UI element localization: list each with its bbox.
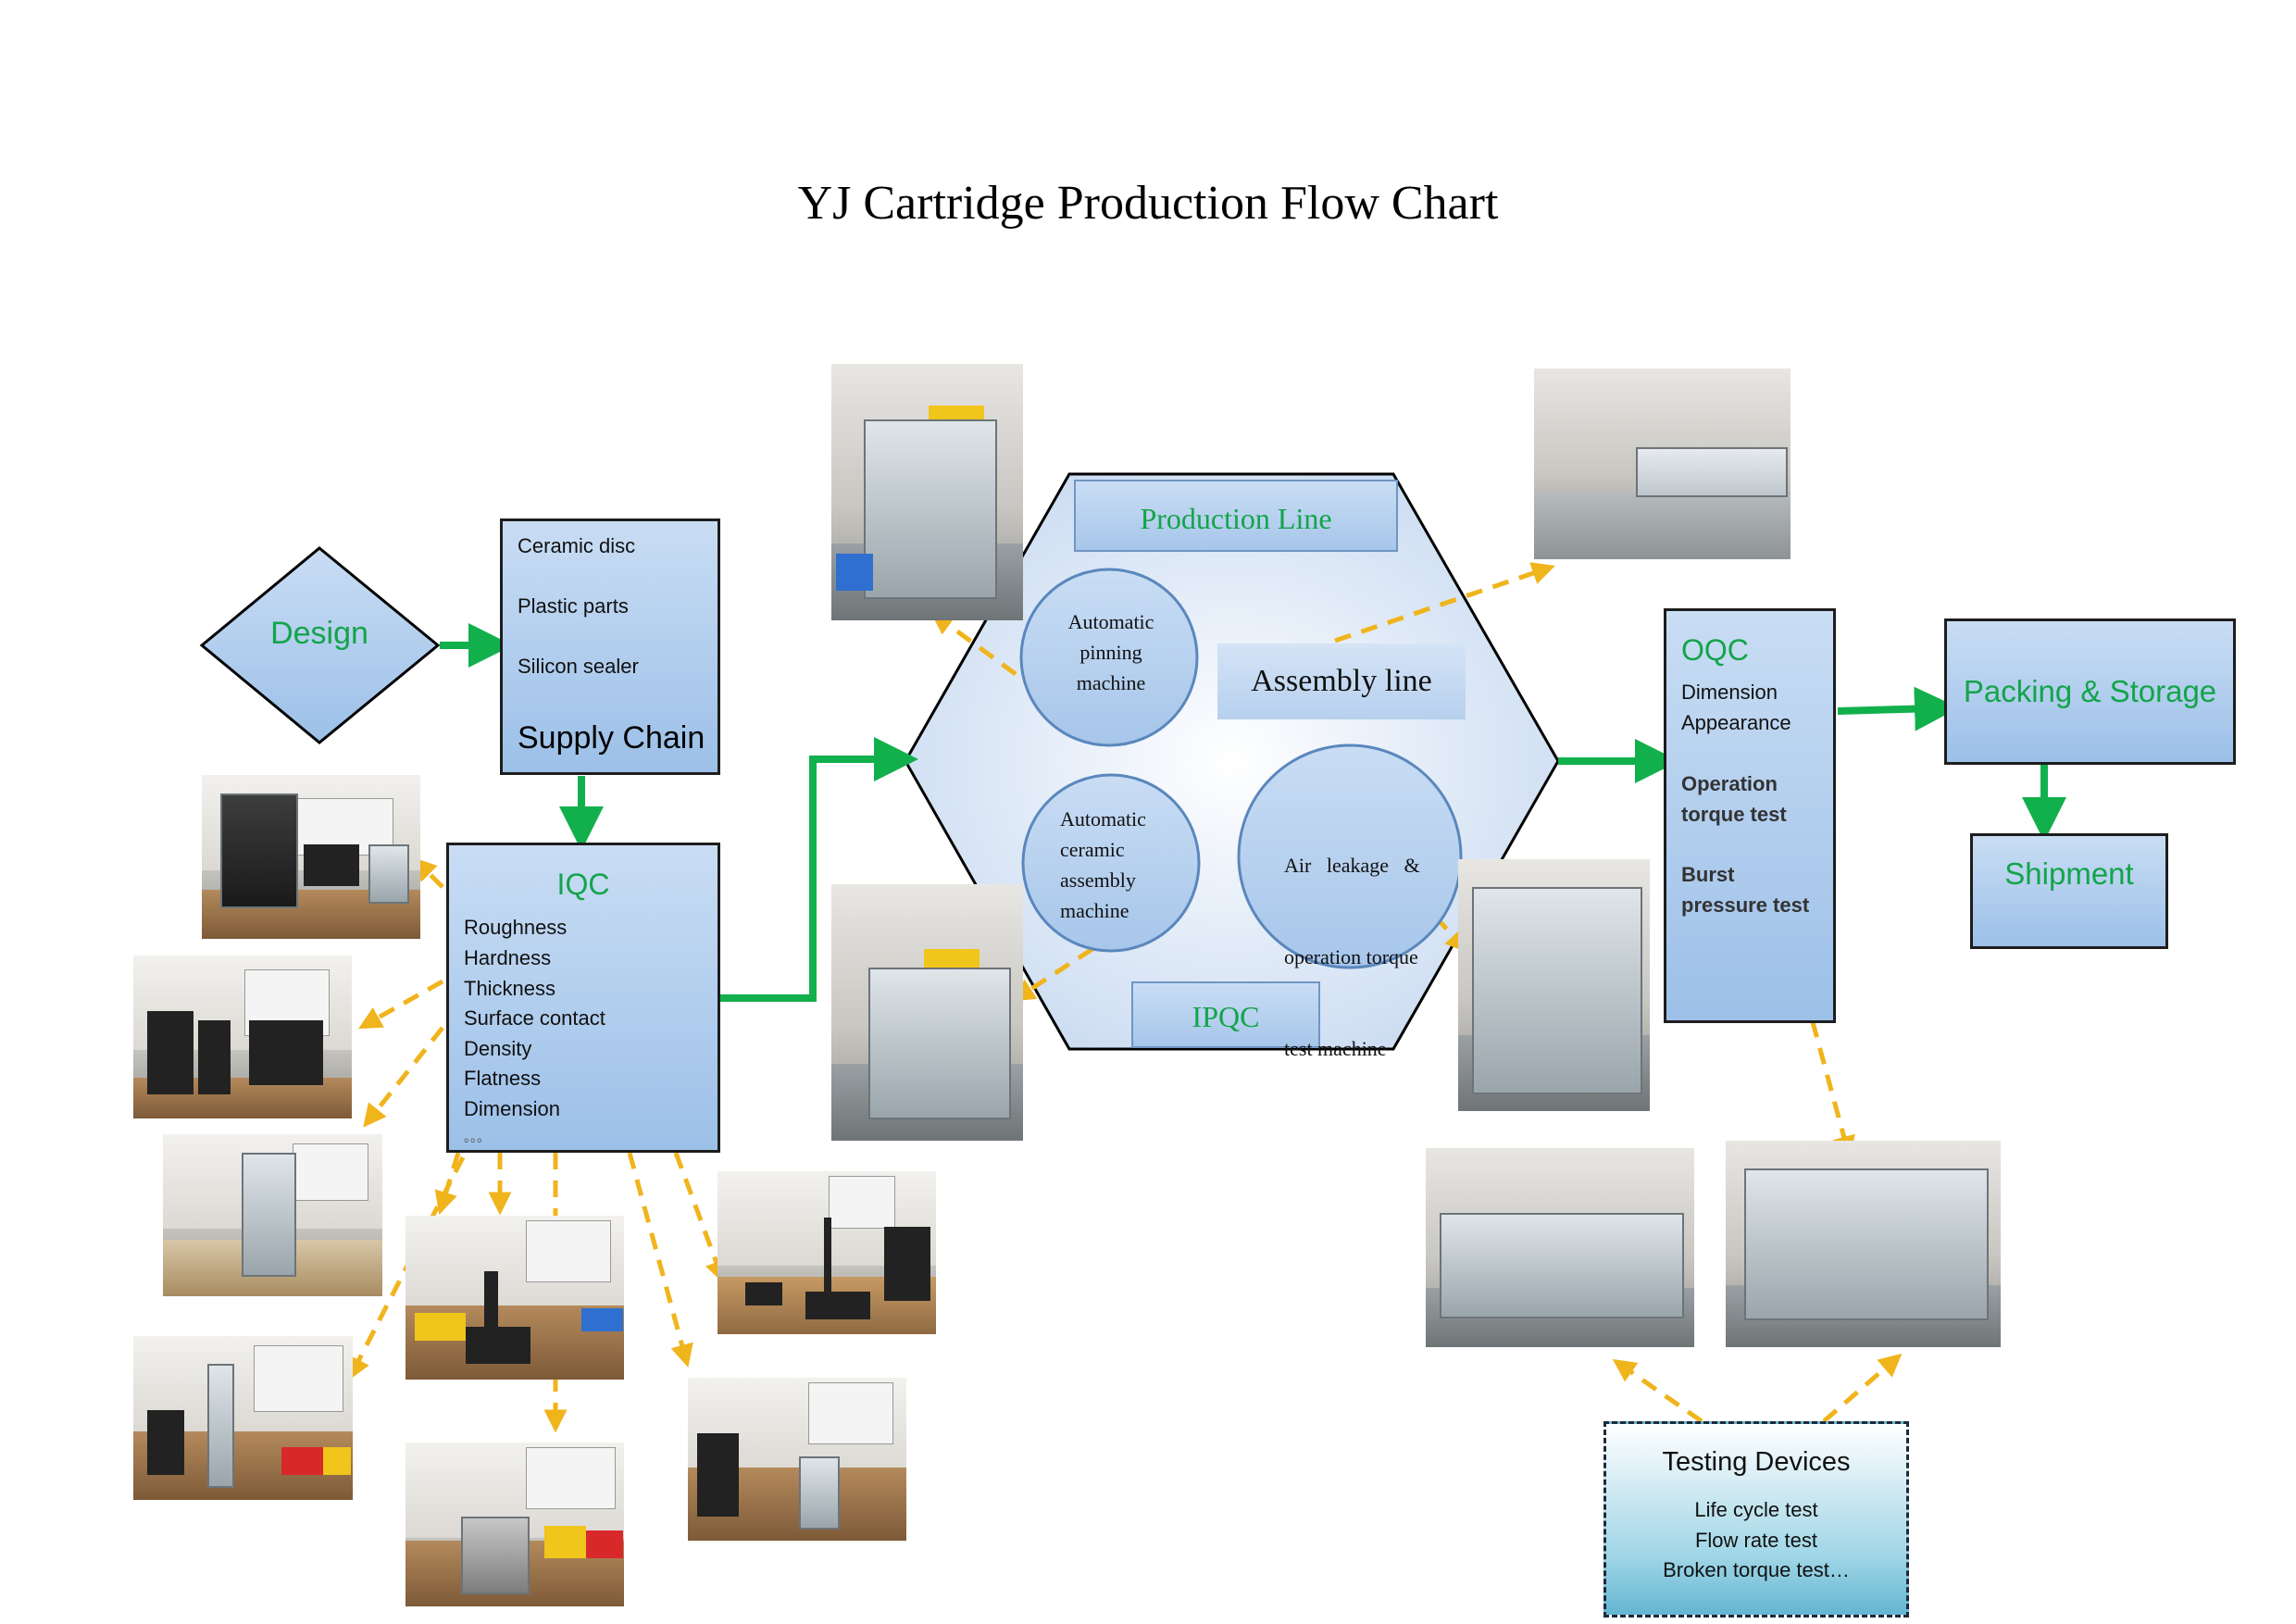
arrow-oqc-packing: [1837, 686, 1959, 731]
iqc-item: Density: [464, 1037, 532, 1060]
iqc-item: 。。。: [464, 1130, 490, 1144]
shipment-label: Shipment: [2004, 856, 2134, 891]
packing-label: Packing & Storage: [1963, 674, 2217, 708]
photo-height-gauge: [718, 1171, 936, 1334]
photo-flatness-gauge: [688, 1378, 906, 1541]
photo-thickness-gauge: [406, 1216, 624, 1380]
ipqc-label: IPQC: [1192, 1000, 1260, 1033]
supply-chain-label: Supply Chain: [518, 720, 705, 756]
oqc-bold: Burst: [1681, 863, 1735, 886]
pinning-circle: [1019, 568, 1199, 747]
photo-burst-tester: [1726, 1141, 2001, 1347]
ceramic-circle: [1021, 773, 1201, 953]
air-line: operation torque: [1284, 945, 1418, 968]
photo-factory-floor: [1534, 369, 1791, 559]
iqc-box: IQC Roughness Hardness Thickness Surface…: [446, 843, 720, 1153]
photo-microscope-pc: [133, 956, 352, 1118]
pinning-line: machine: [1076, 671, 1146, 694]
oqc-item: Appearance: [1681, 711, 1791, 734]
ceramic-text: Automatic ceramic assembly machine: [1060, 804, 1190, 926]
air-line: Air leakage &: [1284, 854, 1420, 877]
ceramic-line: ceramic: [1060, 838, 1125, 861]
oqc-bold: torque test: [1681, 803, 1787, 826]
iqc-item: Thickness: [464, 977, 556, 1000]
photo-air-leak-machine: [1458, 859, 1650, 1111]
ceramic-line: machine: [1060, 899, 1129, 922]
ipqc-box: IPQC: [1131, 981, 1320, 1048]
iqc-item: Hardness: [464, 946, 552, 969]
testing-item: Life cycle test: [1694, 1498, 1818, 1521]
testing-label: Testing Devices: [1662, 1447, 1851, 1477]
oqc-box: OQC Dimension Appearance Operation torqu…: [1664, 608, 1836, 1023]
photo-ceramic-machine: [831, 884, 1023, 1141]
photo-life-cycle-tester: [1426, 1148, 1694, 1347]
oqc-item: Dimension: [1681, 681, 1778, 704]
packing-box: Packing & Storage: [1944, 618, 2236, 765]
design-diamond: [199, 546, 441, 744]
supply-chain-box: Ceramic disc Plastic parts Silicon seale…: [500, 518, 720, 775]
design-label: Design: [270, 616, 368, 651]
photo-balance: [406, 1443, 624, 1606]
supply-item: Ceramic disc: [518, 534, 636, 557]
assembly-line-label: Assembly line: [1251, 664, 1432, 698]
oqc-label: OQC: [1681, 633, 1749, 667]
photo-measuring-microscope: [202, 775, 420, 939]
air-text: Air leakage & operation torque test mach…: [1284, 789, 1441, 1125]
iqc-item: Dimension: [464, 1097, 560, 1120]
supply-item: Plastic parts: [518, 594, 629, 618]
chart-title: YJ Cartridge Production Flow Chart: [797, 177, 1499, 230]
iqc-label: IQC: [556, 868, 610, 901]
air-line: test machine: [1284, 1037, 1387, 1060]
shipment-box: Shipment: [1970, 833, 2168, 949]
photo-pinning-machine: [831, 364, 1023, 620]
photo-force-gauge: [133, 1336, 353, 1500]
production-line-box: Production Line: [1074, 480, 1398, 552]
pinning-line: Automatic: [1067, 610, 1154, 633]
testing-devices-box: Testing Devices Life cycle test Flow rat…: [1603, 1421, 1909, 1618]
supply-item: Silicon sealer: [518, 655, 639, 678]
air-circle: [1237, 743, 1463, 969]
arrow-iqc-production: [718, 737, 918, 1002]
iqc-item: Flatness: [464, 1067, 542, 1090]
photo-hardness-tester: [163, 1134, 382, 1296]
testing-item: Flow rate test: [1694, 1529, 1818, 1552]
assembly-line-box: Assembly line: [1217, 643, 1466, 719]
pinning-line: pinning: [1079, 641, 1142, 664]
pinning-text: Automatic pinning machine: [1028, 606, 1194, 698]
iqc-item: Surface contact: [464, 1006, 605, 1030]
testing-item: Broken torque test…: [1663, 1558, 1850, 1581]
oqc-bold: Operation: [1681, 772, 1778, 795]
ceramic-line: assembly: [1060, 868, 1136, 892]
ceramic-line: Automatic: [1060, 807, 1146, 831]
iqc-item: Roughness: [464, 916, 568, 939]
oqc-bold: pressure test: [1681, 893, 1810, 917]
production-line-label: Production Line: [1140, 502, 1332, 535]
